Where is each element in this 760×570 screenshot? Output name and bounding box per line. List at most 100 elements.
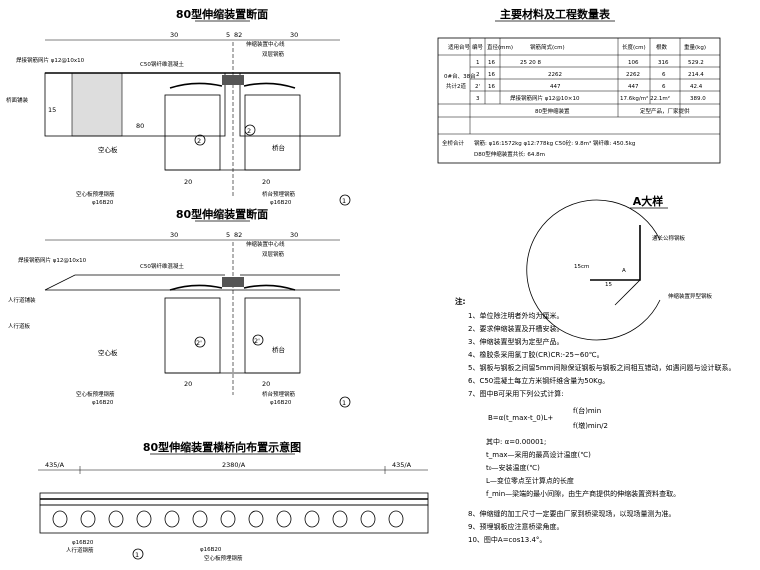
cell-shape: 447	[550, 84, 561, 90]
cell-no: 3	[476, 96, 480, 102]
total-line2: D80型伸缩装置共长: 64.8m	[474, 150, 545, 158]
cell-shape: 2262	[548, 72, 562, 78]
cell-no: 2'	[475, 84, 480, 90]
d20a: 20	[184, 380, 192, 388]
section-3: 80型伸缩装置横桥向布置示意图 435/A 2380/A 435/A φ16B2…	[38, 440, 429, 562]
th-1: 编号	[472, 43, 484, 51]
th-2: 直径(mm)	[487, 43, 513, 51]
where-2: t₀—安装温度(℃)	[486, 463, 540, 472]
cell-no: 2	[476, 72, 480, 78]
cell-len: 17.6kg/m² 22.1m²	[620, 95, 670, 102]
formula-r2: f(墩)min/2	[573, 421, 608, 430]
hollow-slab-label: 空心板	[98, 348, 118, 357]
cell-weight: 389.0	[690, 96, 706, 102]
section-2-title: 80型伸缩装置断面	[176, 207, 268, 221]
cell-count: 6	[662, 72, 666, 78]
table-border	[437, 37, 721, 164]
abut-bar-label: 桥台预埋钢筋	[262, 390, 296, 398]
rebar-right	[243, 284, 296, 291]
bar-mesh-label: 焊接钢筋网片 φ12@10x10	[18, 256, 87, 264]
slab-pocket	[164, 94, 221, 171]
th-3: 钢筋简式(cm)	[530, 43, 565, 51]
cell-len: 447	[628, 84, 639, 90]
cell-dia: 16	[488, 84, 495, 90]
callout-1	[339, 194, 351, 206]
note-8: 8、伸缩缝的加工尺寸一定要由厂家到桥梁现场，以现场量测为准。	[468, 509, 675, 518]
callout-1-text: 1	[342, 197, 346, 205]
where-4: f_min—梁端的最小间隙，由生产商提供的伸缩装置资料查取。	[486, 489, 680, 498]
abut-bar-sub: φ16B20	[270, 400, 292, 406]
h80: 80	[136, 122, 144, 130]
total-label: 全桥合计	[442, 139, 465, 147]
notes-title: 注:	[455, 296, 466, 306]
rebar2-label: φ16B20	[200, 547, 222, 553]
rebar-sidewalk-label: 人行道钢筋	[66, 546, 94, 554]
total-line1: 钢筋: φ16:1572kg φ12:778kg C50砼: 9.8m³ 钢纤维…	[474, 139, 635, 147]
section-1: 80型伸缩装置断面 30 5 82 30 伸缩装置中心线 焊接钢筋网片 φ12@…	[6, 7, 351, 206]
cell-no: 1	[476, 60, 480, 66]
note-3: 3、伸缩装置型钢为定型产品。	[468, 337, 563, 346]
cell-count: 316	[658, 60, 669, 66]
callout-2a	[194, 336, 206, 348]
sidewalk-slab-label: 人行道板	[8, 322, 31, 330]
sidewalk-deck-label: 人行道铺装	[8, 296, 36, 304]
hollow-bar-label: 空心板预埋钢筋	[76, 190, 115, 198]
abut-pocket	[244, 297, 301, 374]
section-1-title: 80型伸缩装置断面	[176, 7, 268, 21]
section-3-title: 80型伸缩装置横桥向布置示意图	[143, 440, 301, 454]
where-1: t_max—采用的最高设计温度(℃)	[486, 450, 591, 459]
abut-pocket	[244, 94, 301, 171]
d15-label: 15	[605, 282, 612, 288]
device-label: 80型伸缩装置	[535, 107, 570, 115]
dim-30b: 30	[290, 231, 298, 239]
joint-steel	[222, 75, 244, 85]
rebar-main-label: 双层钢筋	[262, 250, 285, 258]
rebar-right	[243, 82, 296, 89]
group-label2: 共计2道	[446, 82, 466, 90]
c50-label: C50钢纤维混凝土	[140, 262, 184, 270]
table-row-3: 2' 16 447 447 6 42.4	[475, 84, 703, 90]
centerline-label: 伸缩装置中心线	[246, 240, 285, 248]
note-1: 1、单位除注明者外均为厘米。	[468, 311, 563, 320]
callout-2	[194, 134, 206, 146]
sidewalk-outline	[44, 274, 340, 291]
hollow-slab-label: 空心板	[98, 145, 118, 154]
deck-label: 桥面铺装	[6, 96, 29, 104]
rebar-label: 伸缩装置异型钢板	[668, 292, 713, 300]
h15a: 15	[48, 106, 56, 114]
cell-shape: 25 20 8	[520, 60, 541, 66]
group-label: 0#台、38台	[444, 72, 476, 80]
notes: 注: 1、单位除注明者外均为厘米。 2、要求伸缩装置及开槽安装。 3、伸缩装置型…	[455, 296, 736, 544]
hollow-slab-row	[39, 504, 429, 534]
detail-title: A大样	[633, 194, 664, 208]
cell-dia: 16	[488, 72, 495, 78]
cell-dia: 16	[488, 60, 495, 66]
bar-mesh-label: 焊接钢筋网片 φ12@10x10	[16, 56, 85, 64]
detail-circle	[526, 199, 661, 341]
embed-label: 通长公称钢板	[652, 234, 686, 242]
materials-table: 主要材料及工程数量表 适用台号 编号 直径(mm) 钢筋简式(cm) 长度(cm…	[437, 7, 721, 164]
table-row-2: 2 16 2262 2262 6 214.4	[476, 72, 704, 78]
dim-mid: 2380/A	[222, 461, 246, 469]
hollow-bar-sub: φ16B20	[92, 400, 114, 406]
abutment-label: 桥台	[272, 143, 285, 152]
dim-5: 5	[226, 231, 230, 239]
th-0: 适用台号	[448, 43, 471, 51]
callout-1	[339, 396, 351, 408]
callout-1-text: 1	[342, 399, 346, 407]
callout-1-text: 1	[135, 551, 139, 559]
hollow-bar-label: 空心板预埋钢筋	[204, 554, 243, 562]
formula-r1: f(台)min	[573, 406, 601, 415]
where-3: L—变位零点至计算点的长度	[486, 476, 574, 485]
c50-label: C50钢纤维混凝土	[140, 60, 184, 68]
centerline-label: 伸缩装置中心线	[246, 40, 285, 48]
rebar-left	[169, 284, 223, 291]
th-5: 根数	[656, 43, 668, 51]
table-row-1: 1 16 25 20 8 106 316 529.2	[476, 60, 704, 66]
callout-1	[132, 548, 144, 560]
dim-82: 82	[234, 231, 242, 239]
abut-bar-sub: φ16B20	[270, 200, 292, 206]
h-label: 15cm	[574, 264, 589, 270]
joint-steel	[222, 277, 244, 287]
deck-pavement-hatch	[71, 72, 123, 137]
